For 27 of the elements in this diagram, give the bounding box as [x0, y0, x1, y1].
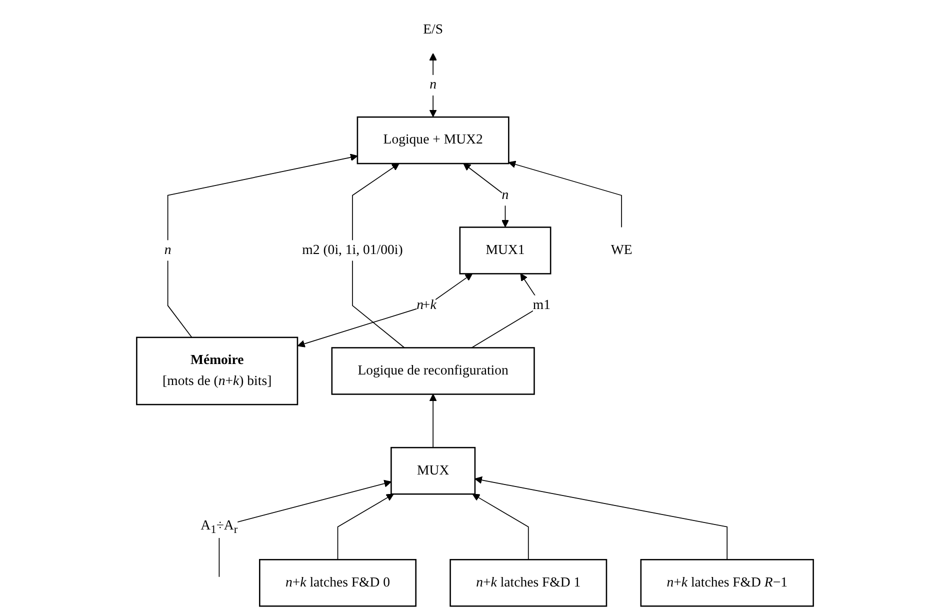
edge-label: A$_{1}$÷A$_{r}$: [200, 518, 238, 536]
node-text: E/S: [423, 22, 444, 38]
edge-label: m1: [532, 298, 550, 312]
node-box: MUX1: [459, 226, 552, 274]
arrow: [337, 494, 394, 560]
node-box: n+k latches F&D R−1: [640, 559, 814, 607]
arrow: [472, 494, 529, 560]
arrow: [297, 273, 473, 348]
arrow: [508, 160, 622, 228]
edge-label: n+k: [416, 298, 436, 312]
arrow: [429, 394, 437, 448]
edge-label: m2 (0i, 1i, 01/00i): [302, 242, 403, 258]
arrow: [167, 154, 358, 338]
edge-label: n: [430, 77, 437, 92]
edge-label: n: [164, 242, 172, 258]
node-box: Mémoire [mots de (n+k) bits]: [136, 336, 298, 406]
node-box: n+k latches F&D 0: [259, 559, 416, 607]
arrow: [429, 53, 437, 118]
node-box: Logique de reconfiguration: [331, 347, 535, 395]
arrow: [352, 163, 405, 348]
node-box: n+k latches F&D 1: [450, 559, 608, 607]
node-box: Logique + MUX2: [356, 116, 510, 164]
node-box: MUX: [390, 446, 476, 495]
edge-label: n: [502, 188, 509, 202]
arrow: [474, 476, 728, 560]
arrow: [463, 163, 510, 228]
node-text: WE: [610, 242, 632, 258]
